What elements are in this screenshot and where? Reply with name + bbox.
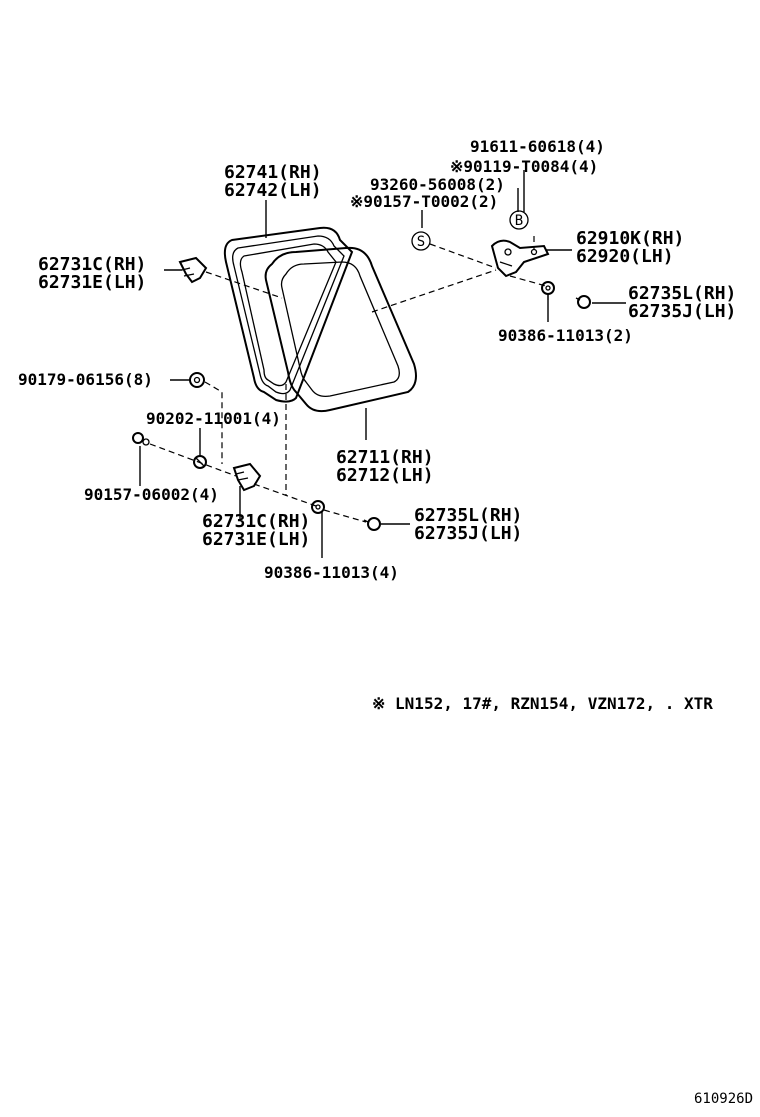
label-62731e-lower: 62731E(LH)	[202, 529, 310, 550]
quarter-window-glass	[264, 246, 417, 413]
upper-clip-62731	[178, 256, 208, 284]
label-62731c-lower: 62731C(RH)	[202, 511, 310, 532]
leader-lines	[139, 170, 626, 558]
marker-s-label: S	[417, 234, 425, 250]
marker-b: B	[509, 210, 529, 230]
lower-clip-62731	[232, 462, 262, 492]
screw-90157-06002	[132, 432, 150, 446]
label-90119: ※90119-T0084(4)	[450, 157, 598, 176]
label-91611: 91611-60618(4)	[470, 137, 605, 156]
label-90202: 90202-11001(4)	[146, 409, 281, 428]
label-90157-06002: 90157-06002(4)	[84, 485, 219, 504]
label-62741: 62741(RH)	[224, 162, 322, 183]
label-62910k: 62910K(RH)	[576, 228, 684, 249]
label-62735l-upper: 62735L(RH)	[628, 283, 736, 304]
label-90179: 90179-06156(8)	[18, 370, 153, 389]
label-62712: 62712(LH)	[336, 465, 434, 486]
fastener-nut-90386-upper	[541, 281, 555, 295]
label-90157-t0002: ※90157-T0002(2)	[350, 192, 498, 211]
weatherstrip-frame	[223, 226, 354, 403]
label-90386-2: 90386-11013(2)	[498, 326, 633, 345]
label-62742: 62742(LH)	[224, 180, 322, 201]
hinge-bracket-62910	[490, 239, 550, 278]
label-62735j-upper: 62735J(LH)	[628, 301, 736, 322]
cap-62735-upper	[575, 295, 591, 309]
screw-90179	[189, 372, 205, 388]
label-62711: 62711(RH)	[336, 447, 434, 468]
label-62735j-lower: 62735J(LH)	[414, 523, 522, 544]
label-93260: 93260-56008(2)	[370, 175, 505, 194]
cap-62735-lower	[363, 517, 381, 531]
label-62735l-lower: 62735L(RH)	[414, 505, 522, 526]
label-62731c-upper: 62731C(RH)	[38, 254, 146, 275]
marker-b-label: B	[515, 213, 523, 229]
diagram-code: 610926D	[694, 1091, 753, 1107]
fastener-nut-90386-lower	[311, 500, 325, 514]
applicability-footnote: ※ LN152, 17#, RZN154, VZN172, . XTR	[372, 694, 713, 713]
label-90386-4: 90386-11013(4)	[264, 563, 399, 582]
marker-s: S	[411, 231, 431, 251]
label-62731e-upper: 62731E(LH)	[38, 272, 146, 293]
label-62920: 62920(LH)	[576, 246, 674, 267]
